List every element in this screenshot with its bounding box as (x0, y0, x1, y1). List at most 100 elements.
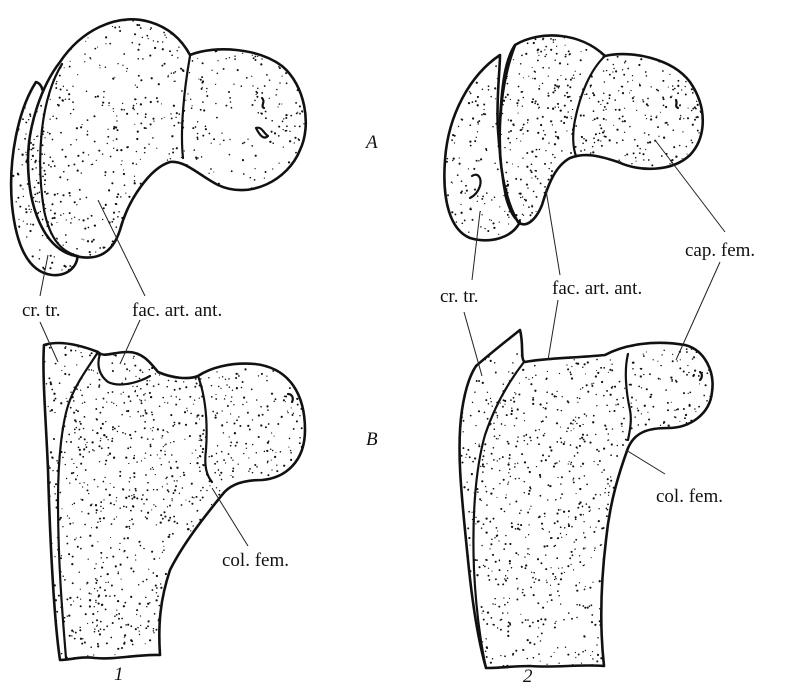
stipple-dot (506, 665, 508, 667)
stipple-dot (122, 489, 124, 491)
stipple-dot (686, 146, 688, 148)
stipple-dot (78, 346, 80, 348)
stipple-dot (129, 196, 131, 198)
stipple-dot (600, 657, 602, 659)
stipple-dot (170, 442, 171, 443)
stipple-dot (523, 204, 524, 205)
stipple-dot (76, 204, 77, 205)
stipple-dot (460, 204, 461, 205)
stipple-dot (641, 387, 642, 388)
stipple-dot (283, 146, 284, 147)
stipple-dot (95, 578, 97, 580)
stipple-dot (658, 60, 660, 62)
stipple-dot (160, 521, 162, 523)
stipple-dot (84, 61, 85, 62)
stipple-dot (33, 197, 34, 198)
stipple-dot (663, 342, 665, 344)
stipple-dot (276, 465, 277, 466)
stipple-dot (143, 503, 145, 505)
stipple-dot (105, 204, 107, 206)
stipple-dot (611, 369, 613, 371)
stipple-dot (151, 411, 153, 413)
stipple-dot (698, 375, 700, 377)
stipple-dot (105, 463, 107, 465)
stipple-dot (493, 518, 495, 520)
stipple-dot (539, 476, 541, 478)
stipple-dot (105, 66, 107, 68)
stipple-dot (506, 494, 507, 495)
stipple-dot (584, 363, 586, 365)
stipple-dot (621, 86, 622, 87)
stipple-dot (256, 92, 258, 94)
stipple-dot (587, 361, 589, 363)
stipple-dot (584, 149, 586, 151)
stipple-dot (609, 411, 611, 413)
stipple-dot (222, 376, 223, 377)
stipple-dot (136, 163, 137, 164)
stipple-dot (592, 120, 593, 121)
stipple-dot (491, 468, 493, 470)
stipple-dot (474, 559, 476, 561)
stipple-dot (66, 401, 68, 403)
stipple-dot (657, 90, 659, 92)
stipple-dot (164, 516, 166, 518)
stipple-dot (599, 124, 601, 126)
stipple-dot (95, 602, 96, 603)
stipple-dot (140, 615, 141, 616)
stipple-dot (142, 37, 144, 39)
stipple-dot (105, 582, 106, 583)
stipple-dot (211, 455, 213, 457)
stipple-dot (506, 161, 508, 163)
stipple-dot (228, 91, 230, 93)
stipple-dot (125, 378, 126, 379)
stipple-dot (472, 101, 474, 103)
stipple-dot (525, 199, 527, 201)
stipple-dot (225, 462, 226, 463)
stipple-dot (140, 545, 142, 547)
stipple-dot (579, 96, 580, 97)
stipple-dot (157, 41, 159, 43)
stipple-dot (476, 160, 478, 162)
stipple-dot (203, 109, 205, 111)
stipple-dot (116, 138, 118, 140)
stipple-dot (26, 223, 28, 225)
stipple-dot (535, 156, 537, 158)
stipple-dot (286, 82, 288, 84)
stipple-dot (513, 397, 515, 399)
stipple-dot (112, 370, 114, 372)
stipple-dot (173, 72, 175, 74)
stipple-dot (277, 423, 279, 425)
stipple-dot (174, 480, 175, 481)
stipple-dot (275, 398, 277, 400)
stipple-dot (232, 390, 233, 391)
stipple-dot (606, 404, 608, 406)
stipple-dot (528, 206, 530, 208)
stipple-dot (499, 222, 500, 223)
stipple-dot (544, 186, 546, 188)
stipple-dot (227, 405, 229, 407)
stipple-dot (468, 102, 470, 104)
stipple-dot (578, 478, 580, 480)
stipple-dot (96, 432, 98, 434)
stipple-dot (93, 450, 94, 451)
stipple-dot (636, 400, 637, 401)
stipple-dot (488, 575, 490, 577)
stipple-dot (598, 520, 600, 522)
stipple-dot (573, 419, 575, 421)
stipple-dot (52, 160, 54, 162)
stipple-dot (556, 557, 558, 559)
stipple-dot (116, 149, 118, 151)
stipple-dot (482, 641, 483, 642)
stipple-dot (611, 443, 613, 445)
stipple-dot (521, 355, 523, 357)
stipple-dot (497, 145, 499, 147)
stipple-dot (12, 175, 14, 177)
view-label-b: B (366, 429, 378, 450)
stipple-dot (131, 498, 133, 500)
stipple-dot (222, 410, 223, 411)
stipple-dot (539, 474, 541, 476)
stipple-dot (140, 79, 142, 81)
stipple-dot (228, 453, 230, 455)
stipple-dot (299, 437, 301, 439)
stipple-dot (266, 74, 268, 76)
